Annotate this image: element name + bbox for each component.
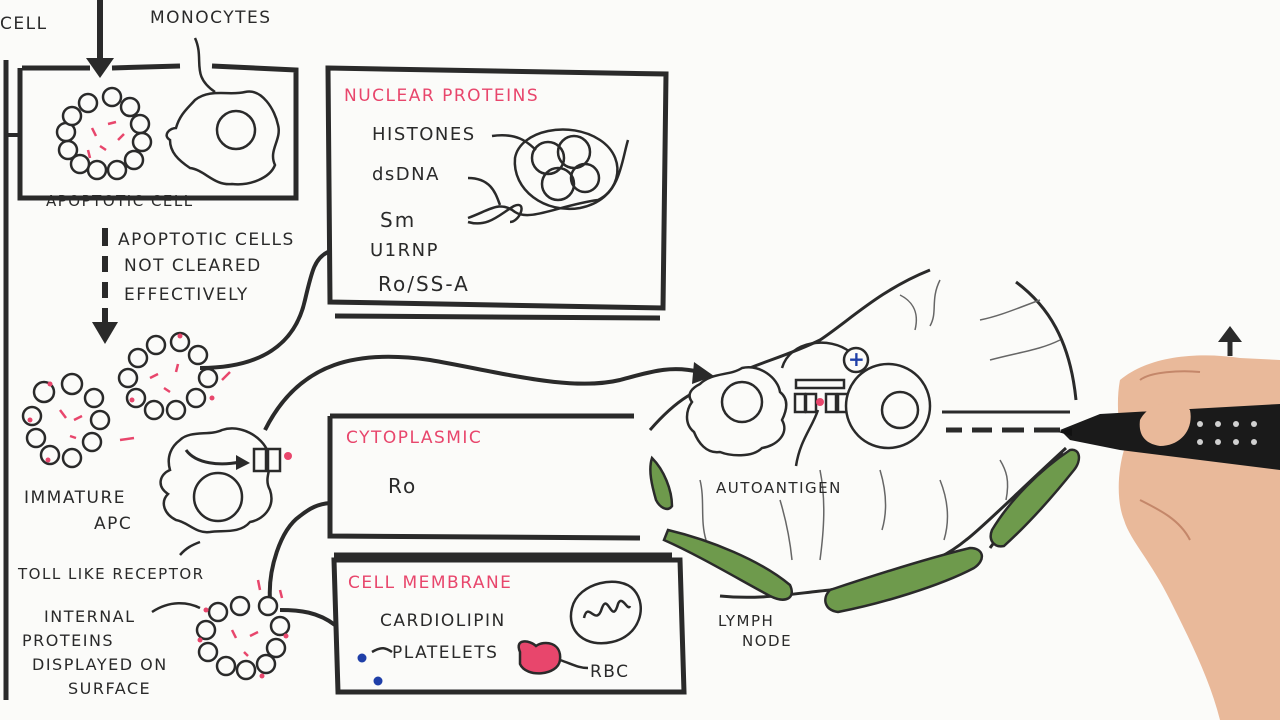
internal-proteins-label-2: PROTEINS: [22, 631, 115, 650]
cytoplasmic-title: CYTOPLASMIC: [346, 428, 483, 448]
nuclear-item-dsdna: dsDNA: [372, 164, 440, 185]
apc-to-lymph-node-arrow: [263, 354, 701, 431]
apoptotic-fragments-pink: [59, 363, 231, 442]
rbc-pointer: [559, 658, 589, 670]
membrane-connector: [279, 608, 337, 627]
platelets-pointer: [371, 647, 393, 654]
plus-signal-circle: [842, 346, 870, 374]
apoptotic-fragments-left: [21, 331, 219, 469]
lymph-apc-nucleus: [720, 380, 764, 424]
apc-arrow-head: [692, 362, 714, 384]
membrane-item-rbc: RBC: [590, 662, 630, 682]
apoptotic-cell-box: [17, 63, 299, 201]
apc-internal-arrow-head: [236, 455, 250, 470]
apoptotic-cell-blebs: [55, 86, 153, 181]
apc-receptor: [252, 447, 282, 473]
nuclear-item-ro-ssa: Ro/SS-A: [378, 272, 470, 296]
lymph-node-label-1: LYMPH: [718, 612, 775, 630]
right-up-arrow-head: [1218, 326, 1242, 342]
macrophage-nucleus: [215, 109, 257, 151]
monocyte-pointer: [193, 37, 216, 94]
internal-proteins-pointer: [151, 602, 201, 614]
autoantigen-pointer: [794, 409, 820, 467]
dsdna-pointer: [467, 176, 502, 206]
autoantigen-label: AUTOANTIGEN: [716, 479, 842, 497]
cytoplasmic-box: [327, 413, 641, 541]
plus-signal-symbol: +: [848, 347, 865, 371]
apoptotic-fragments-bottom: [195, 595, 291, 681]
nuclear-connector: [199, 250, 329, 370]
monocytes-label: MONOCYTES: [150, 8, 272, 28]
membrane-item-platelets: PLATELETS: [392, 643, 499, 663]
lymph-node-follicles: [649, 448, 1081, 614]
cytoplasmic-connector: [267, 501, 331, 601]
cytoplasmic-item-ro: Ro: [388, 474, 418, 498]
lymph-node-trabeculae: [699, 279, 1061, 561]
pink-dots-left: [27, 333, 215, 463]
immature-apc-nucleus: [192, 471, 244, 523]
autoantigen-dot: [816, 398, 824, 406]
note-line-3: EFFECTIVELY: [124, 285, 249, 305]
nuclear-item-histones: HISTONES: [372, 124, 476, 145]
immature-apc-label-2: APC: [94, 514, 133, 534]
costim-arc: [780, 341, 851, 369]
macrophage-outline: [165, 90, 280, 186]
mitochondrion-drawing: [569, 580, 642, 645]
top-arrow-head: [86, 58, 114, 78]
tlr-pointer: [179, 540, 201, 556]
nuclear-item-u1rnp: U1RNP: [370, 240, 439, 261]
apc-antigen-dot: [284, 452, 292, 460]
immature-apc-outline: [159, 427, 273, 534]
apoptotic-cell-label: APOPTOTIC CELL: [46, 192, 194, 210]
lymph-node-label-2: NODE: [742, 632, 793, 650]
internal-proteins-label-4: SURFACE: [68, 679, 152, 698]
apoptotic-cell-fragments: [86, 120, 125, 159]
platelet-dots: [357, 653, 383, 686]
nuclear-proteins-title: NUCLEAR PROTEINS: [344, 86, 540, 106]
cell-membrane-title: CELL MEMBRANE: [348, 573, 513, 593]
cell-label-fragment: CELL: [0, 14, 48, 34]
mhc-tcr-synapse: [793, 378, 850, 414]
lymph-apc-outline: [685, 366, 788, 457]
hand-with-marker: [1058, 355, 1280, 720]
nuclear-item-sm: Sm: [380, 208, 417, 232]
internal-proteins-label-3: DISPLAYED ON: [32, 655, 168, 674]
rbc-drawing: [517, 640, 562, 675]
t-cell-nucleus: [880, 390, 920, 430]
nucleosome-drawing: [467, 128, 630, 225]
bottom-pink-dots: [197, 607, 289, 679]
internal-proteins-label-1: INTERNAL: [44, 607, 136, 626]
cell-membrane-box: [331, 552, 687, 695]
dashed-arrow-head: [92, 322, 118, 344]
toll-like-receptor-label: TOLL LIKE RECEPTOR: [18, 565, 205, 583]
note-line-1: APOPTOTIC CELLS: [118, 230, 295, 250]
nuclear-proteins-box: [325, 65, 669, 321]
bottom-fragments-pink: [230, 579, 284, 657]
immature-apc-label-1: IMMATURE: [24, 488, 127, 508]
note-line-2: NOT CLEARED: [124, 256, 262, 276]
membrane-item-cardiolipin: CARDIOLIPIN: [380, 611, 506, 631]
apc-internal-arrow: [184, 449, 241, 466]
